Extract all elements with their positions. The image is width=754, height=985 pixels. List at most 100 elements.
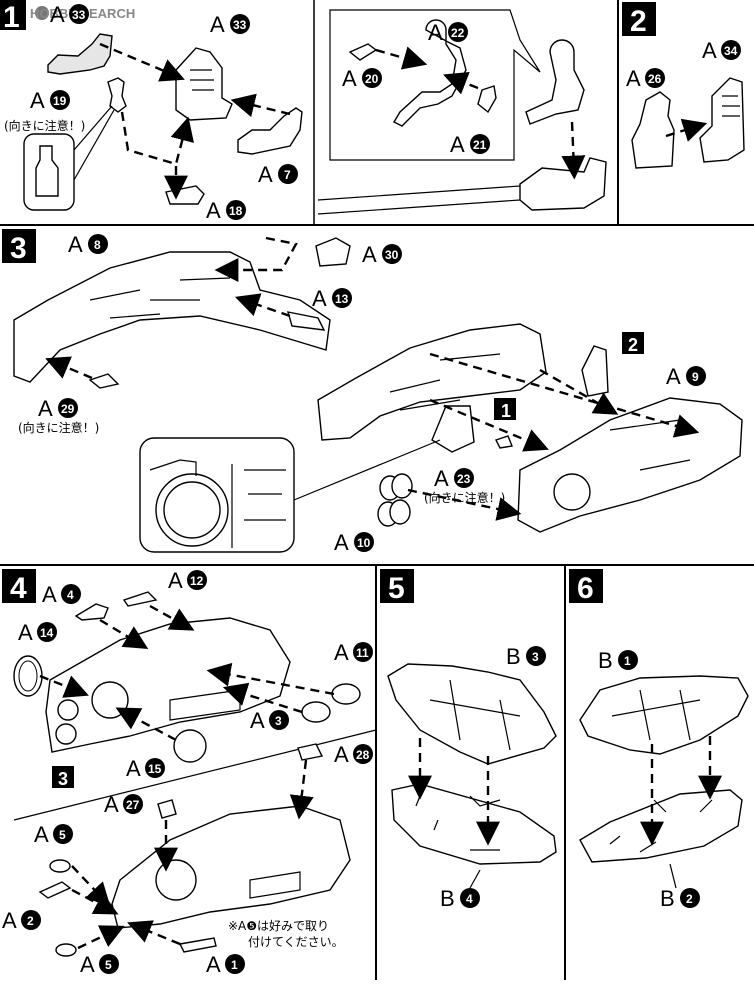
svg-text:8: 8 bbox=[94, 238, 101, 252]
svg-text:28: 28 bbox=[356, 748, 370, 762]
svg-text:A: A bbox=[210, 12, 225, 37]
note-orientation-a29: (向きに注意！) bbox=[18, 420, 99, 435]
part-a2 bbox=[38, 881, 72, 899]
svg-text:5: 5 bbox=[388, 572, 405, 605]
pilot-seated bbox=[525, 39, 585, 125]
svg-text:22: 22 bbox=[451, 26, 465, 40]
step-1-badge: 1 bbox=[0, 0, 26, 34]
svg-text:A: A bbox=[68, 232, 83, 257]
label-a2: A 2 bbox=[2, 908, 41, 933]
svg-text:29: 29 bbox=[61, 402, 75, 416]
label-a19: A 19 bbox=[30, 88, 70, 113]
label-b4: B 4 bbox=[440, 886, 480, 911]
label-a11: A 11 bbox=[334, 640, 373, 665]
svg-text:33: 33 bbox=[233, 18, 247, 32]
part-a4 bbox=[74, 603, 109, 621]
part-a23 bbox=[495, 435, 513, 449]
svg-text:3: 3 bbox=[275, 714, 282, 728]
svg-text:5: 5 bbox=[59, 828, 66, 842]
svg-text:A: A bbox=[702, 38, 717, 63]
label-a23: A 23 bbox=[434, 466, 474, 491]
part-b2-lower bbox=[579, 789, 743, 863]
part-a10-pair bbox=[377, 473, 413, 527]
svg-text:34: 34 bbox=[724, 44, 738, 58]
part-b3-upper bbox=[387, 663, 557, 765]
svg-text:4: 4 bbox=[10, 572, 27, 605]
part-a7 bbox=[237, 107, 303, 155]
part-a34 bbox=[699, 77, 745, 163]
part-hull-step4-lower bbox=[111, 805, 351, 929]
svg-text:3: 3 bbox=[532, 650, 539, 664]
step-6-badge: 6 bbox=[569, 569, 603, 605]
svg-text:A: A bbox=[50, 2, 65, 27]
part-a11 bbox=[331, 683, 361, 705]
label-b3: B 3 bbox=[506, 644, 546, 669]
part-b1-upper bbox=[579, 675, 749, 755]
svg-text:A: A bbox=[250, 708, 265, 733]
label-b2: B 2 bbox=[660, 886, 700, 911]
part-a29 bbox=[88, 373, 120, 389]
svg-text:A: A bbox=[666, 364, 681, 389]
svg-text:1: 1 bbox=[501, 401, 511, 421]
part-a12 bbox=[122, 591, 158, 607]
svg-text:20: 20 bbox=[365, 72, 379, 86]
svg-text:2: 2 bbox=[630, 5, 647, 38]
label-a12: A 12 bbox=[168, 568, 207, 593]
svg-text:A: A bbox=[334, 530, 349, 555]
label-a30: A 30 bbox=[362, 242, 402, 267]
svg-text:A: A bbox=[626, 66, 641, 91]
svg-text:A: A bbox=[428, 20, 443, 45]
svg-text:13: 13 bbox=[335, 292, 349, 306]
svg-text:A: A bbox=[206, 198, 221, 223]
part-a8-hull-half bbox=[13, 251, 331, 383]
part-cockpit-assembly bbox=[519, 157, 607, 211]
svg-text:2: 2 bbox=[628, 335, 638, 355]
label-b1: B 1 bbox=[598, 648, 638, 673]
svg-text:B: B bbox=[660, 886, 675, 911]
svg-text:4: 4 bbox=[67, 588, 74, 602]
label-a18: A 18 bbox=[206, 198, 246, 223]
svg-text:A: A bbox=[168, 568, 183, 593]
svg-text:3: 3 bbox=[58, 769, 68, 789]
ref-step-1: 1 bbox=[494, 398, 516, 421]
svg-text:A: A bbox=[38, 396, 53, 421]
svg-text:7: 7 bbox=[284, 168, 291, 182]
svg-text:A: A bbox=[206, 952, 221, 977]
svg-text:1: 1 bbox=[624, 654, 631, 668]
note-optional-a5-line1: ※A❺は好みで取り bbox=[228, 919, 329, 933]
svg-text:A: A bbox=[342, 66, 357, 91]
svg-text:A: A bbox=[334, 640, 349, 665]
svg-text:A: A bbox=[450, 132, 465, 157]
note-orientation-a23: (向きに注意！) bbox=[424, 490, 505, 505]
svg-text:18: 18 bbox=[229, 204, 243, 218]
part-cockpit-small bbox=[431, 405, 475, 453]
svg-text:11: 11 bbox=[356, 646, 369, 660]
label-a33: A 33 bbox=[210, 12, 250, 37]
part-a28 bbox=[297, 743, 324, 761]
part-a21 bbox=[477, 85, 497, 114]
part-a1 bbox=[178, 937, 217, 953]
svg-text:1: 1 bbox=[231, 958, 238, 972]
svg-text:3: 3 bbox=[10, 232, 27, 265]
pilot-callout-frame bbox=[329, 9, 541, 161]
label-a9: A 9 bbox=[666, 364, 706, 389]
part-a20 bbox=[348, 43, 378, 61]
svg-text:2: 2 bbox=[27, 914, 34, 928]
svg-text:A: A bbox=[434, 466, 449, 491]
svg-text:1: 1 bbox=[3, 1, 20, 34]
svg-text:B: B bbox=[440, 886, 455, 911]
note-orientation-1: (向きに注意！) bbox=[4, 118, 85, 133]
svg-text:A: A bbox=[104, 792, 119, 817]
svg-text:A: A bbox=[334, 742, 349, 767]
svg-text:A: A bbox=[2, 908, 17, 933]
label-a33-top: A 33 bbox=[50, 2, 89, 27]
part-a5-bottom bbox=[55, 943, 77, 957]
part-a14 bbox=[13, 655, 43, 697]
part-a5-top bbox=[49, 859, 71, 873]
svg-text:26: 26 bbox=[648, 72, 662, 86]
step-2-badge: 2 bbox=[622, 2, 656, 38]
ref-step-3: 3 bbox=[52, 766, 74, 789]
part-a33-frame-top bbox=[47, 33, 113, 75]
note-optional-a5-line2: 付けてください。 bbox=[248, 935, 344, 949]
